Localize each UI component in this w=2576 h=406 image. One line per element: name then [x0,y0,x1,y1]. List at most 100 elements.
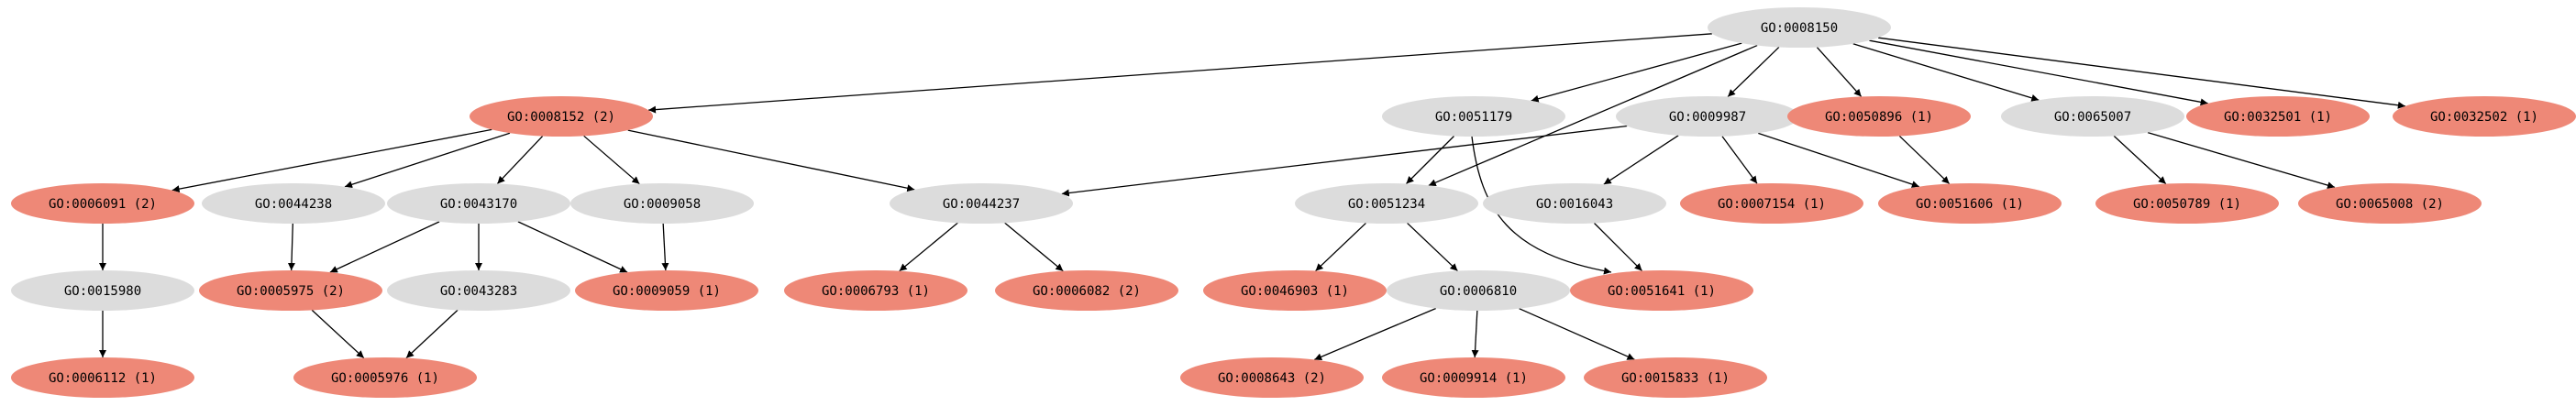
node-n43170: GO:0043170 [387,183,570,224]
edge-n9987-n7154 [1721,136,1758,184]
edge-n9058-n9059 [661,223,669,271]
node-shape [575,270,758,311]
node-shape [1616,96,1799,137]
node-label: GO:0009914 (1) [1420,371,1528,386]
edge-n43283-n5976 [405,309,459,359]
node-n44237: GO:0044237 [890,183,1073,224]
node-shape [890,183,1073,224]
node-label: GO:0005975 (2) [237,284,345,299]
node-n8150: GO:0008150 [1708,7,1891,48]
node-n5975: GO:0005975 (2) [199,270,382,311]
node-n15833: GO:0015833 (1) [1584,357,1767,398]
node-shape [11,270,194,311]
node-label: GO:0050896 (1) [1825,110,1933,125]
node-shape [1878,183,2062,224]
node-n6091: GO:0006091 (2) [11,183,194,224]
node-n65008: GO:0065008 (2) [2298,183,2482,224]
node-n43283: GO:0043283 [387,270,570,311]
node-shape [1203,270,1387,311]
node-shape [2298,183,2482,224]
node-label: GO:0051234 [1348,197,1425,212]
node-shape [2001,96,2184,137]
node-shape [995,270,1178,311]
edge-n6810-n15833 [1519,308,1635,360]
edge-n44237-n6082 [1004,222,1064,272]
node-shape [570,183,754,224]
edge-n8152-n6091 [171,128,492,193]
edge-n8150-n32501 [1869,39,2208,106]
node-label: GO:0044237 [943,197,1020,212]
edge-n65007-n50789 [2113,135,2167,185]
node-n6793: GO:0006793 (1) [784,270,967,311]
node-shape [1680,183,1863,224]
node-shape [1787,96,1971,137]
edge-n8150-n32502 [1878,37,2405,109]
node-n46903: GO:0046903 (1) [1203,270,1387,311]
node-label: GO:0006810 [1440,284,1517,299]
node-label: GO:0016043 [1536,197,1613,212]
node-label: GO:0051606 (1) [1916,197,2024,212]
node-shape [1382,357,1565,398]
node-shape [293,357,477,398]
edge-n8150-n51179 [1531,42,1742,103]
node-n50789: GO:0050789 (1) [2095,183,2279,224]
edge-n6810-n9914 [1471,310,1479,358]
node-label: GO:0046903 (1) [1241,284,1349,299]
node-shape [1295,183,1478,224]
edge-n44237-n6793 [899,222,958,272]
edge-n43170-n5975 [329,221,440,273]
node-n32502: GO:0032502 (1) [2393,96,2576,137]
node-shape [2186,96,2370,137]
node-shape [202,183,385,224]
node-label: GO:0006793 (1) [822,284,930,299]
node-n15980: GO:0015980 [11,270,194,311]
node-label: GO:0008643 (2) [1218,371,1326,386]
node-n16043: GO:0016043 [1483,183,1666,224]
node-n9059: GO:0009059 (1) [575,270,758,311]
edge-n51179-n51234 [1406,136,1454,184]
node-label: GO:0051179 [1435,110,1512,125]
node-shape [1387,270,1570,311]
node-label: GO:0050789 (1) [2133,197,2241,212]
node-shape [1708,7,1891,48]
edge-n8150-n51234 [1428,44,1758,187]
node-n9914: GO:0009914 (1) [1382,357,1565,398]
node-n8152: GO:0008152 (2) [470,96,653,137]
node-n51234: GO:0051234 [1295,183,1478,224]
edge-n8152-n9058 [583,135,640,185]
edge-n8150-n9987 [1727,46,1780,98]
node-label: GO:0005976 (1) [331,371,439,386]
edge-n8152-n44238 [344,132,511,189]
edge-n51234-n46903 [1315,222,1366,272]
node-shape [387,183,570,224]
node-shape [470,96,653,137]
node-shape [387,270,570,311]
node-shape [11,357,194,398]
node-shape [1180,357,1364,398]
node-n51641: GO:0051641 (1) [1570,270,1753,311]
node-label: GO:0044238 [255,197,332,212]
node-n32501: GO:0032501 (1) [2186,96,2370,137]
node-n50896: GO:0050896 (1) [1787,96,1971,137]
edge-n8150-n65007 [1852,43,2040,102]
node-label: GO:0009059 (1) [613,284,721,299]
edge-n44238-n5975 [287,223,295,271]
edge-n8150-n50896 [1816,47,1863,97]
edge-layer [99,33,2405,361]
node-label: GO:0006112 (1) [49,371,157,386]
node-shape [2393,96,2576,137]
node-label: GO:0015980 [64,284,141,299]
node-label: GO:0015833 (1) [1621,371,1730,386]
node-n65007: GO:0065007 [2001,96,2184,137]
node-label: GO:0008152 (2) [507,110,615,125]
node-label: GO:0032501 (1) [2224,110,2332,125]
edge-n9987-n44237 [1061,125,1628,197]
node-label: GO:0009987 [1669,110,1746,125]
node-n9058: GO:0009058 [570,183,754,224]
edge-n43170-n9059 [517,221,628,273]
node-label: GO:0032502 (1) [2430,110,2538,125]
node-label: GO:0007154 (1) [1718,197,1826,212]
node-shape [1570,270,1753,311]
node-n44238: GO:0044238 [202,183,385,224]
